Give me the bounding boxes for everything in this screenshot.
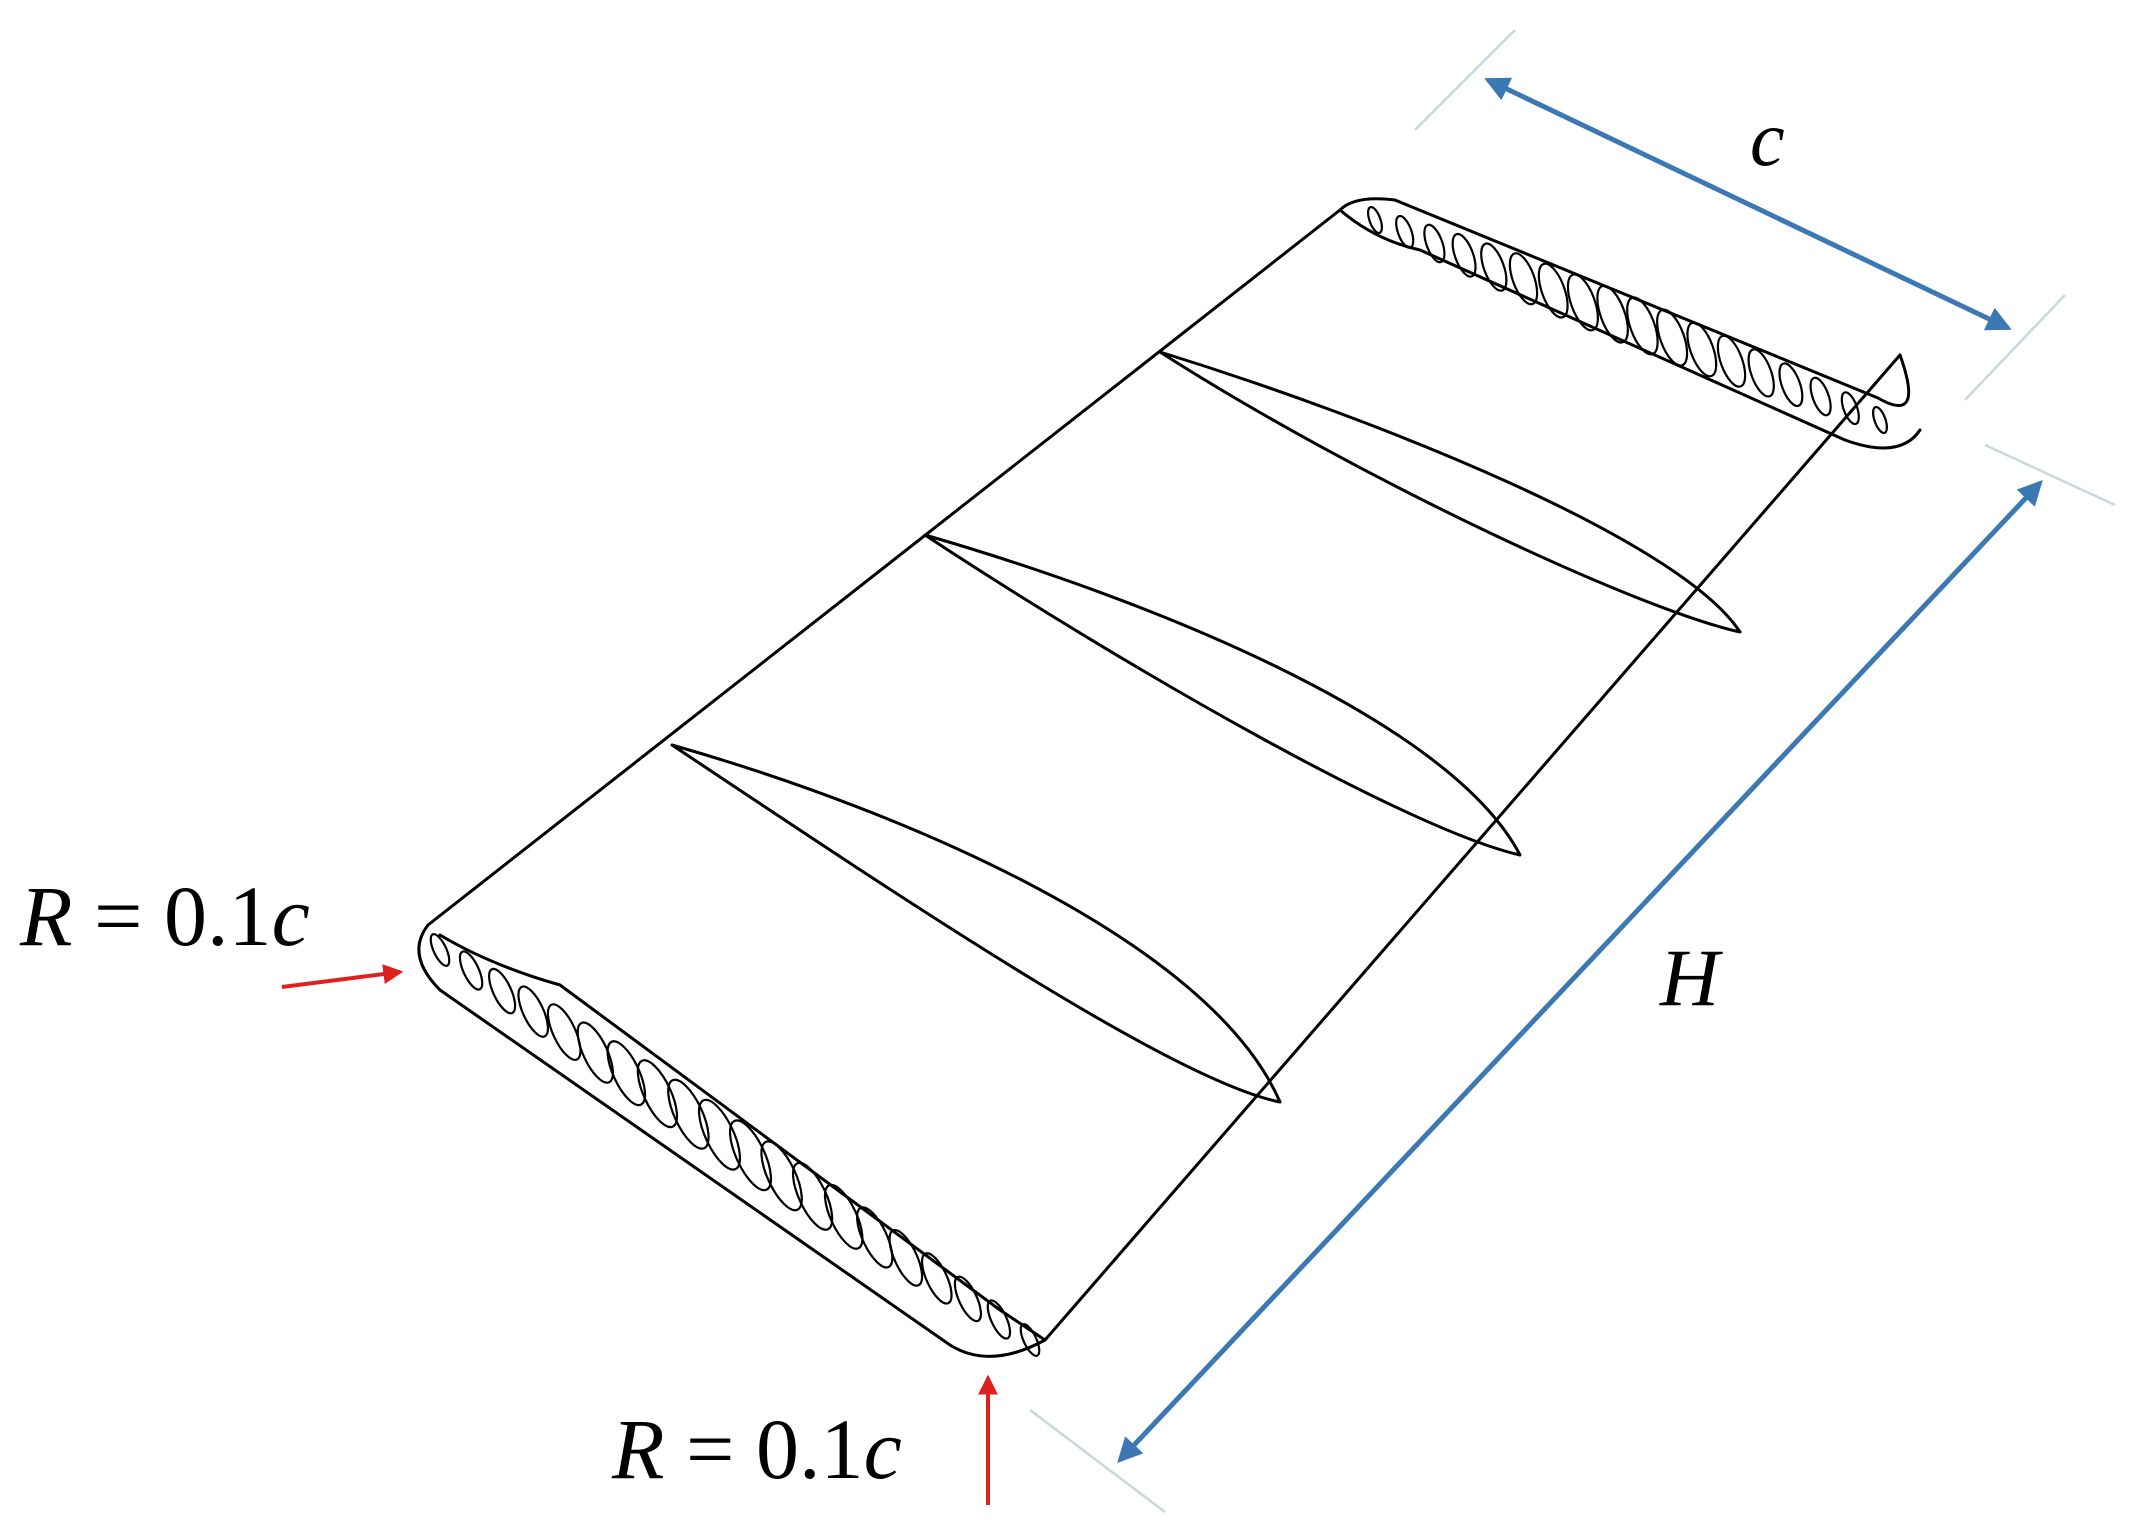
top-tip-rib-loop	[1872, 405, 1888, 435]
top-tip-rib-loop	[1451, 232, 1477, 278]
airfoil-section-2	[923, 533, 1522, 857]
bottom-tip-rib-loop	[517, 985, 550, 1038]
bottom-tip-rib-loop	[576, 1021, 614, 1084]
bottom-tip-rib-loop	[888, 1229, 924, 1287]
bottom-tip-rib-loop	[429, 933, 451, 967]
top-tip-rib-loop	[1747, 348, 1775, 398]
radius-left-symbol: R	[19, 868, 73, 964]
bottom-tip-ribs	[429, 933, 1041, 1357]
bottom-tip-rib-loop	[728, 1119, 773, 1192]
bottom-tip-rib-loop	[856, 1206, 894, 1269]
top-tip-rib-loop	[1423, 223, 1446, 264]
bottom-tip-rib-loop	[636, 1059, 679, 1129]
span-dimension: H	[1029, 443, 2116, 1513]
bottom-tip-rib-loop	[697, 1098, 742, 1171]
top-tip-ribs	[1367, 205, 1888, 435]
top-tip-rib-loop	[1809, 376, 1832, 417]
airfoil-sections	[670, 350, 1742, 1104]
top-tip-rib-loop	[1395, 214, 1415, 249]
top-tip-outline	[1338, 197, 1911, 407]
bottom-tip-rib-loop	[667, 1078, 710, 1150]
bottom-tip-rib-loop	[823, 1183, 864, 1250]
wing-left-edge	[426, 208, 1342, 927]
radius-label-bottom: R = 0.1c	[611, 1401, 902, 1497]
bottom-tip-outline	[417, 923, 1047, 1358]
bottom-tip-rib-loop	[920, 1252, 953, 1305]
top-tip-rib-loop	[1778, 362, 1804, 408]
span-dimension-line	[1117, 479, 2043, 1464]
chord-label: c	[1750, 95, 1785, 182]
radius-left-var: c	[272, 868, 310, 964]
airfoil-section-1	[1158, 350, 1742, 634]
chord-dimension-line	[1484, 77, 2012, 331]
chord-dimension: c	[1414, 29, 2066, 401]
radius-label-left: R = 0.1c	[19, 868, 310, 964]
radius-annotation-left: R = 0.1c	[19, 868, 404, 989]
top-tip-rib-loop	[1840, 391, 1860, 426]
top-tip-rib-loop	[1480, 242, 1508, 292]
bottom-tip-rib-loop	[488, 967, 517, 1015]
bottom-tip-outline-front	[438, 933, 1047, 1342]
chord-extension-right	[1964, 294, 2066, 401]
span-extension-top	[1984, 443, 2116, 507]
wing-body	[417, 197, 1922, 1358]
bottom-tip-rib-loop	[986, 1299, 1012, 1340]
radius-annotation-bottom: R = 0.1c	[611, 1374, 998, 1505]
radius-bottom-symbol: R	[611, 1401, 665, 1497]
top-tip-rib-loop	[1367, 205, 1383, 235]
radius-pointer-left	[281, 964, 404, 989]
chord-extension-left	[1414, 29, 1516, 131]
wing-right-edge	[1043, 353, 1902, 1342]
radius-bottom-value: = 0.1	[665, 1401, 864, 1497]
radius-bottom-var: c	[864, 1401, 902, 1497]
bottom-tip-rib-loop	[546, 1003, 582, 1061]
bottom-tip-rib-loop	[953, 1275, 982, 1323]
span-label: H	[1659, 932, 1723, 1023]
top-tip-outline-back	[1338, 208, 1922, 450]
top-tip-rib-loop	[1716, 334, 1747, 388]
radius-left-value: = 0.1	[73, 868, 272, 964]
span-extension-bottom	[1029, 1409, 1166, 1513]
bottom-tip-rib-loop	[1019, 1323, 1041, 1357]
airfoil-section-3	[670, 743, 1282, 1104]
bottom-tip-rib-loop	[458, 950, 484, 991]
